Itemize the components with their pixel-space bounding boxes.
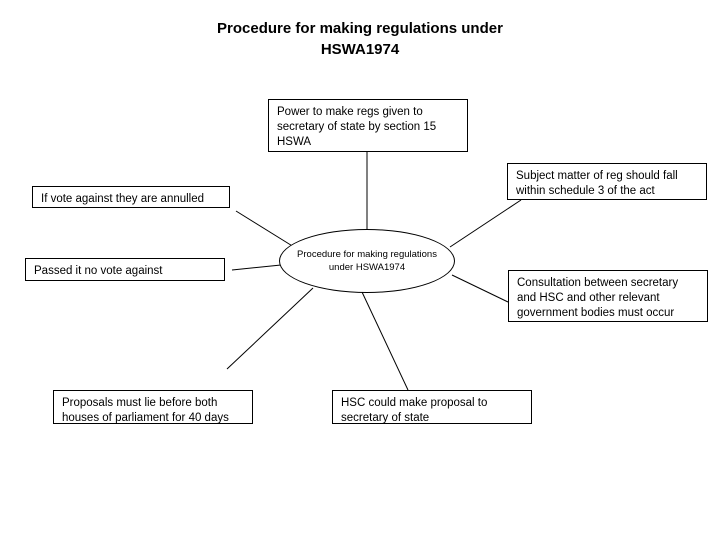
edge-to-if-vote-against-annulled [235, 210, 295, 248]
node-power-to-make-regs: Power to make regs given to secretary of… [268, 99, 468, 152]
node-hsc-proposal-to-secretary: HSC could make proposal to secretary of … [332, 390, 532, 424]
node-passed-if-no-vote-against: Passed it no vote against [25, 258, 225, 281]
node-consultation-secretary-hsc: Consultation between secretary and HSC a… [508, 270, 708, 322]
edge-to-subject-matter-schedule-3 [449, 199, 522, 248]
node-proposals-lie-40-days: Proposals must lie before both houses of… [53, 390, 253, 424]
central-topic-ellipse: Procedure for making regulations under H… [279, 229, 455, 293]
edge-to-consultation-secretary-hsc [451, 274, 509, 303]
node-subject-matter-schedule-3: Subject matter of reg should fall within… [507, 163, 707, 200]
edge-to-hsc-proposal-to-secretary [361, 291, 409, 391]
edge-to-proposals-lie-40-days [226, 287, 314, 370]
edge-to-passed-if-no-vote-against [231, 264, 282, 271]
node-if-vote-against-annulled: If vote against they are annulled [32, 186, 230, 208]
page-title: Procedure for making regulations under H… [217, 20, 503, 58]
